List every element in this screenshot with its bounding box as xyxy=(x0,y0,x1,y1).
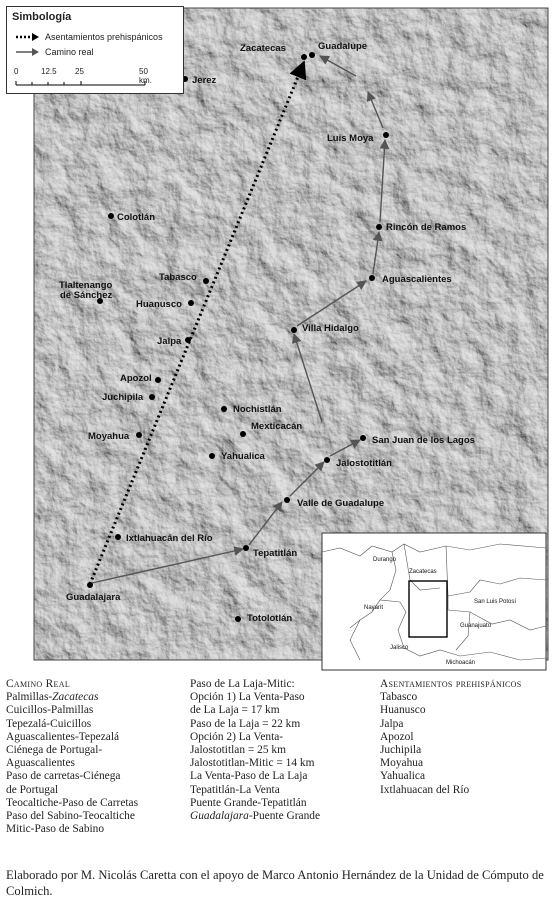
caption-line: Paso de carretas-Ciénega xyxy=(6,770,121,783)
label-juchipila: Juchipila xyxy=(102,392,144,403)
caption-line: Opción 1) La Venta-Paso xyxy=(190,691,305,704)
label-rincon: Rincón de Ramos xyxy=(386,222,466,233)
label-jalostotitlan: Jalostotitlán xyxy=(336,458,392,469)
caption-line: Ixtlahuacan del Río xyxy=(380,783,470,796)
label-tlaltenango: Tlaltenango xyxy=(59,280,113,291)
dotted-route xyxy=(88,60,307,585)
caption-line: de La Laja = 17 km xyxy=(190,704,280,717)
caption-line: Puente Grande-Tepatitlán xyxy=(190,796,307,809)
caption-line: Jalostotitlan = 25 km xyxy=(190,744,286,757)
label-tepatitlan: Tepatitlán xyxy=(253,548,297,559)
place-dots xyxy=(87,52,389,622)
caption-title-camino-real: Camino Real xyxy=(6,678,71,690)
caption-column-laja: Paso de La Laja-Mitic: Opción 1) La Vent… xyxy=(190,678,320,823)
svg-text:Jalisco: Jalisco xyxy=(390,645,409,651)
caption-line: Paso de la Laja = 22 km xyxy=(190,717,301,730)
scale-tick-0: 0 xyxy=(14,67,19,76)
caption-line: Opción 2) La Venta- xyxy=(190,730,284,743)
label-valle: Valle de Guadalupe xyxy=(297,498,384,509)
svg-text:Zacatecas: Zacatecas xyxy=(409,569,437,575)
caption-line: Aguascalientes xyxy=(6,757,75,770)
caption-column-camino-real: Camino Real Palmillas-Zacatecas Cuicillo… xyxy=(6,678,138,836)
camino-real-route xyxy=(91,55,390,584)
caption-line: Jalpa xyxy=(380,717,404,730)
label-nochistlan: Nochistlán xyxy=(233,404,282,415)
caption-line: Aguascalientes-Tepezalá xyxy=(6,730,120,743)
credit-footer: Elaborado por M. Nicolás Caretta con el … xyxy=(6,868,544,898)
scale-tick-12: 12.5 xyxy=(41,67,57,76)
legend-road-row: Camino real xyxy=(15,47,94,57)
label-tlaltenango-2: de Sánchez xyxy=(60,290,113,301)
caption-line: Juchipila xyxy=(380,744,422,757)
label-ixtlahuacan: Ixtlahuacán del Río xyxy=(126,533,213,544)
label-yahualica: Yahualica xyxy=(221,451,266,462)
caption-line: Apozol xyxy=(380,730,414,743)
label-tabasco: Tabasco xyxy=(159,272,197,283)
svg-text:San Luis Potosí: San Luis Potosí xyxy=(474,599,516,605)
dotted-arrow-icon xyxy=(16,33,39,41)
label-apozol: Apozol xyxy=(120,373,152,384)
caption-line: Cuicillos-Palmillas xyxy=(6,704,94,717)
caption-line: Ciénega de Portugal- xyxy=(6,744,103,757)
caption-line: Palmillas-Zacatecas xyxy=(6,691,99,704)
legend-settlements-row: Asentamientos prehispánicos xyxy=(15,32,163,42)
label-jalpa: Jalpa xyxy=(157,336,182,347)
caption-line: Teocaltiche-Paso de Carretas xyxy=(6,796,139,809)
legend-road-label: Camino real xyxy=(45,47,94,57)
inset-study-area xyxy=(408,580,448,638)
caption-title-settlements: Asentamientos prehispánicos xyxy=(380,678,522,690)
label-moyahua: Moyahua xyxy=(88,431,130,442)
label-guadalajara: Guadalajara xyxy=(66,592,121,603)
caption-line: Mitic-Paso de Sabino xyxy=(6,823,105,836)
relief-map: Zacatecas Guadalupe Jerez Luis Moya Colo… xyxy=(33,7,549,671)
caption-line: de Portugal xyxy=(6,783,59,796)
map-legend: Simbología Asentamientos prehispánicos C… xyxy=(6,6,184,94)
label-villa-hidalgo: Villa Hidalgo xyxy=(302,323,359,334)
label-guadalupe: Guadalupe xyxy=(318,41,367,52)
caption-column-settlements: Asentamientos prehispánicos Tabasco Huan… xyxy=(380,678,522,797)
caption-line: Paso de La Laja-Mitic: xyxy=(190,678,295,690)
svg-text:Guanajuato: Guanajuato xyxy=(460,623,492,629)
place-labels: Zacatecas Guadalupe Jerez Luis Moya Colo… xyxy=(59,41,475,624)
caption-line: La Venta-Paso de La Laja xyxy=(190,770,308,783)
legend-title: Simbología xyxy=(12,11,72,23)
label-aguascalientes: Aguascalientes xyxy=(382,274,452,285)
scale-tick-50: 50 km. xyxy=(139,67,152,85)
label-zacatecas: Zacatecas xyxy=(240,43,286,54)
inset-map: Durango Zacatecas Nayarit San Luis Potos… xyxy=(321,532,547,671)
label-san-juan: San Juan de los Lagos xyxy=(372,435,475,446)
caption-line: Tepatitlán-La Venta xyxy=(190,783,280,796)
caption-line: Tabasco xyxy=(380,691,418,704)
caption-line: Tepezalá-Cuicillos xyxy=(6,717,92,730)
caption-line: Moyahua xyxy=(380,757,424,770)
caption-line: Guadalajara-Puente Grande xyxy=(190,810,321,823)
label-mexticacan: Mexticacán xyxy=(251,421,302,432)
caption-line: Paso del Sabino-Teocaltiche xyxy=(6,810,135,823)
label-jerez: Jerez xyxy=(192,75,217,86)
grey-arrow-icon xyxy=(16,48,39,56)
label-luis-moya: Luis Moya xyxy=(327,133,374,144)
label-huanusco: Huanusco xyxy=(136,299,182,310)
caption-line: Jalostotitlan-Mitic = 14 km xyxy=(190,757,315,770)
scale-tick-25: 25 xyxy=(75,67,84,76)
caption-line: Huanusco xyxy=(380,704,426,717)
svg-text:Nayarit: Nayarit xyxy=(364,605,383,611)
label-colotlan: Colotlán xyxy=(117,212,155,223)
svg-text:Michoacán: Michoacán xyxy=(446,660,475,666)
legend-settlements-label: Asentamientos prehispánicos xyxy=(45,32,163,42)
label-totolotlan: Totolotlán xyxy=(247,613,292,624)
caption-line: Yahualica xyxy=(380,770,426,783)
svg-text:Durango: Durango xyxy=(373,557,397,563)
